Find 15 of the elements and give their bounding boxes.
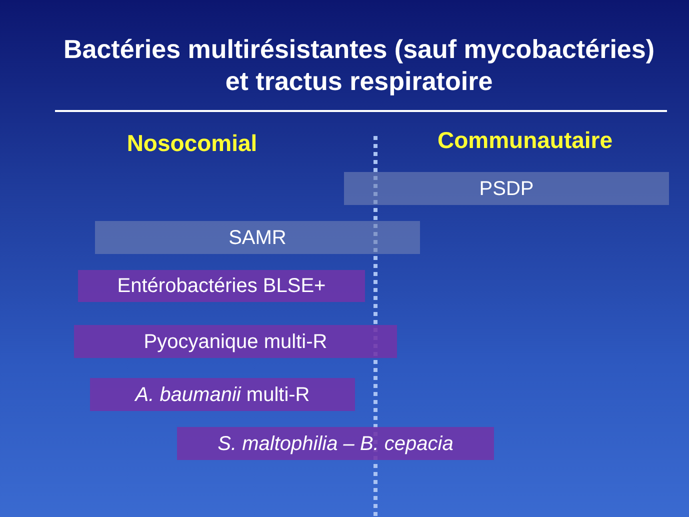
bar-label: S. maltophilia – B. cepacia: [218, 434, 454, 454]
bar-label: Pyocyanique multi-R: [144, 332, 328, 352]
bar: [177, 427, 494, 460]
bar: [95, 221, 420, 254]
bar-label: SAMR: [228, 228, 286, 248]
bar-label: Entérobactéries BLSE+: [117, 276, 326, 296]
column-heading: Communautaire: [436, 126, 614, 155]
bar: [74, 325, 397, 358]
bar: [344, 172, 669, 205]
title: Bactéries multirésistantes (sauf mycobactéries) et tractus respiratoire: [62, 33, 656, 97]
bar: [78, 270, 365, 302]
column-heading: Nosocomial: [126, 129, 258, 158]
bar-label: A. baumanii multi-R: [135, 384, 310, 404]
bar: [90, 378, 355, 411]
bar-label: PSDP: [479, 178, 534, 198]
